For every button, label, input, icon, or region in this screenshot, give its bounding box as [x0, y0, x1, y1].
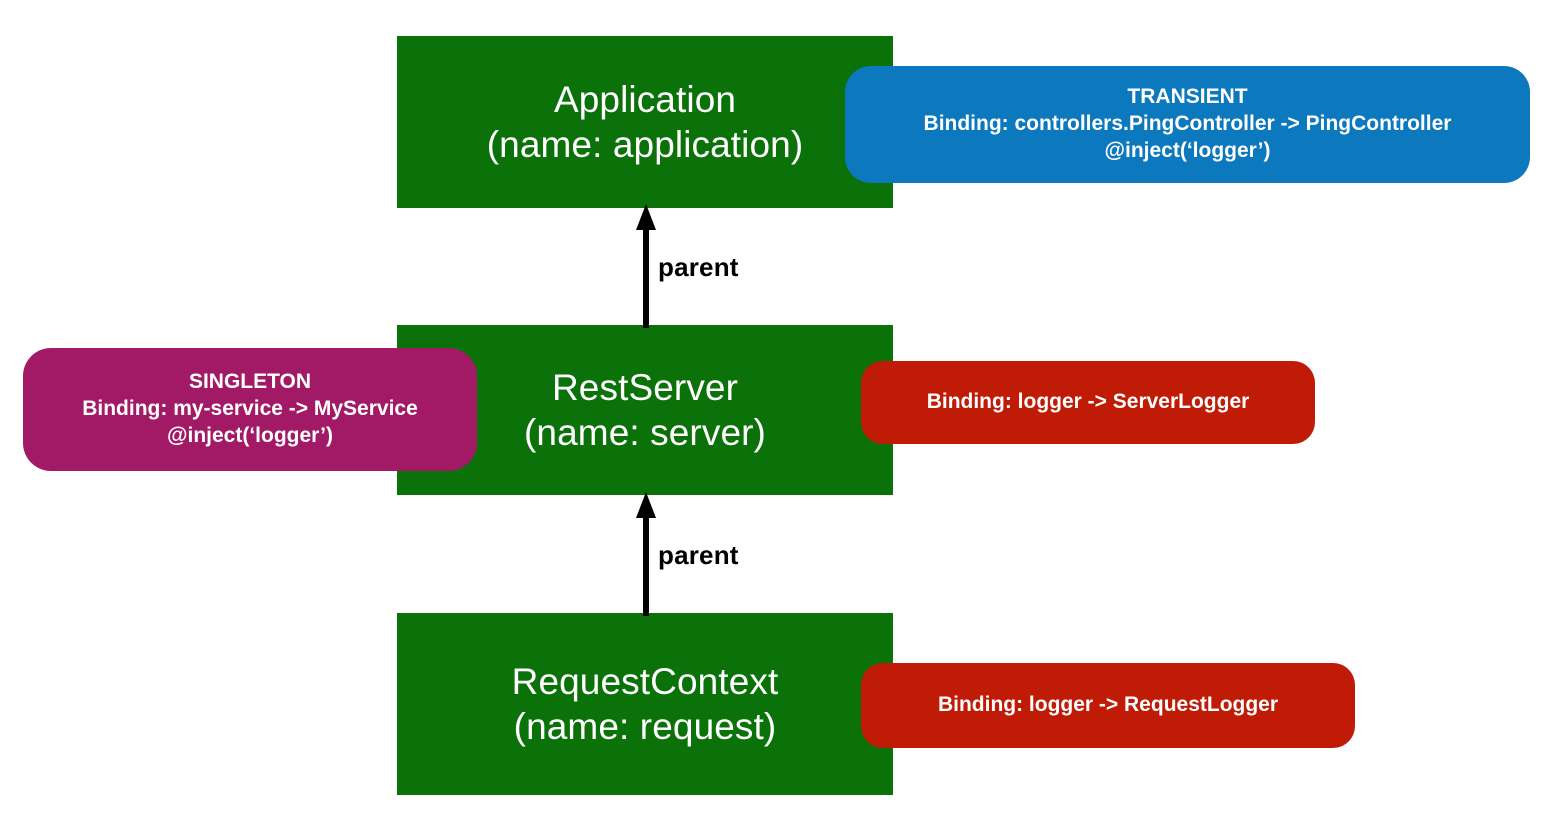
badge-inject-logger-transient: @inject(‘logger’) [1104, 138, 1271, 162]
context-title-requestcontext: RequestContext [511, 660, 779, 702]
binding-badge-request-logger[interactable]: Binding: logger -> RequestLogger [861, 663, 1355, 748]
context-subtitle-application: (name: application) [486, 124, 804, 165]
context-title-restserver: RestServer [551, 366, 739, 408]
context-box-restserver[interactable]: RestServer (name: server) [397, 325, 893, 495]
context-box-requestcontext[interactable]: RequestContext (name: request) [397, 613, 893, 795]
context-subtitle-requestcontext: (name: request) [513, 706, 777, 747]
context-box-application[interactable]: Application (name: application) [397, 36, 893, 208]
badge-binding-serverlogger: Binding: logger -> ServerLogger [926, 390, 1250, 414]
parent-arrow-label-2: parent [658, 540, 739, 570]
parent-arrow-request-to-server [636, 492, 656, 616]
binding-badge-transient[interactable]: TRANSIENT Binding: controllers.PingContr… [845, 66, 1530, 183]
badge-scope-transient: TRANSIENT [1127, 85, 1248, 109]
parent-arrow-label-1: parent [658, 252, 739, 282]
context-subtitle-restserver: (name: server) [524, 412, 766, 453]
badge-scope-singleton: SINGLETON [188, 370, 312, 394]
parent-arrow-glyph [636, 204, 656, 328]
binding-badge-singleton[interactable]: SINGLETON Binding: my-service -> MyServi… [23, 348, 477, 471]
badge-inject-logger-singleton: @inject(‘logger’) [167, 423, 333, 447]
context-title-application: Application [553, 78, 737, 120]
parent-arrow-server-to-application [636, 204, 656, 328]
binding-badge-server-logger[interactable]: Binding: logger -> ServerLogger [861, 361, 1315, 444]
badge-binding-pingcontroller: Binding: controllers.PingController -> P… [923, 112, 1452, 136]
badge-binding-requestlogger: Binding: logger -> RequestLogger [937, 693, 1279, 717]
badge-binding-myservice: Binding: my-service -> MyService [82, 397, 418, 421]
parent-arrow-glyph [636, 492, 656, 616]
